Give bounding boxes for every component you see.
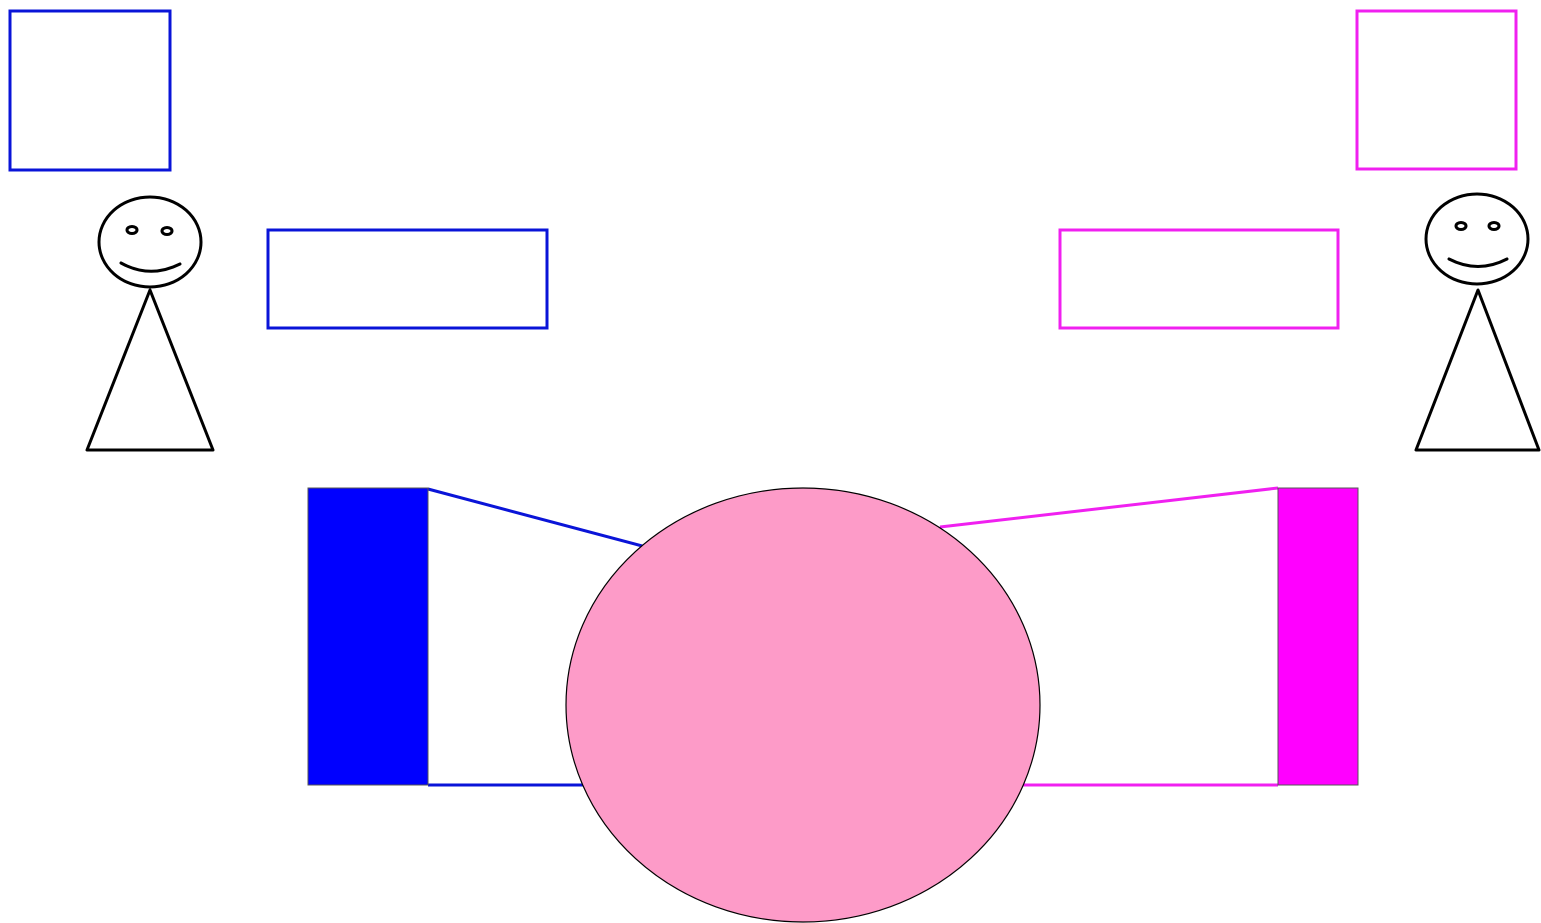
- person-b-fill-bar: [1278, 488, 1358, 785]
- person-b-body: [1416, 290, 1539, 450]
- person-a-group: [10, 11, 547, 450]
- person-a-stick-figure-icon: [87, 197, 213, 450]
- person-a-body: [87, 290, 213, 450]
- person-b-smile: [1449, 259, 1507, 267]
- person-a-left-eye: [127, 227, 137, 234]
- person-b-group: [1060, 11, 1539, 450]
- person-a-fill-bar: [308, 488, 428, 785]
- person-a-connector-top: [428, 489, 646, 547]
- person-b-stick-figure-icon: [1416, 194, 1539, 450]
- person-a-square-box: [10, 11, 170, 170]
- person-b-square-box: [1357, 11, 1516, 169]
- person-a-right-eye: [162, 228, 172, 235]
- person-a-smile: [121, 263, 180, 271]
- person-a-rect-box: [268, 230, 547, 328]
- person-b-left-eye: [1456, 223, 1466, 230]
- person-b-rect-box: [1060, 230, 1338, 328]
- person-b-connector-top: [940, 488, 1278, 527]
- shared-circle: [566, 488, 1040, 922]
- person-b-head: [1426, 194, 1528, 284]
- person-b-right-eye: [1489, 223, 1499, 230]
- person-a-head: [99, 197, 201, 287]
